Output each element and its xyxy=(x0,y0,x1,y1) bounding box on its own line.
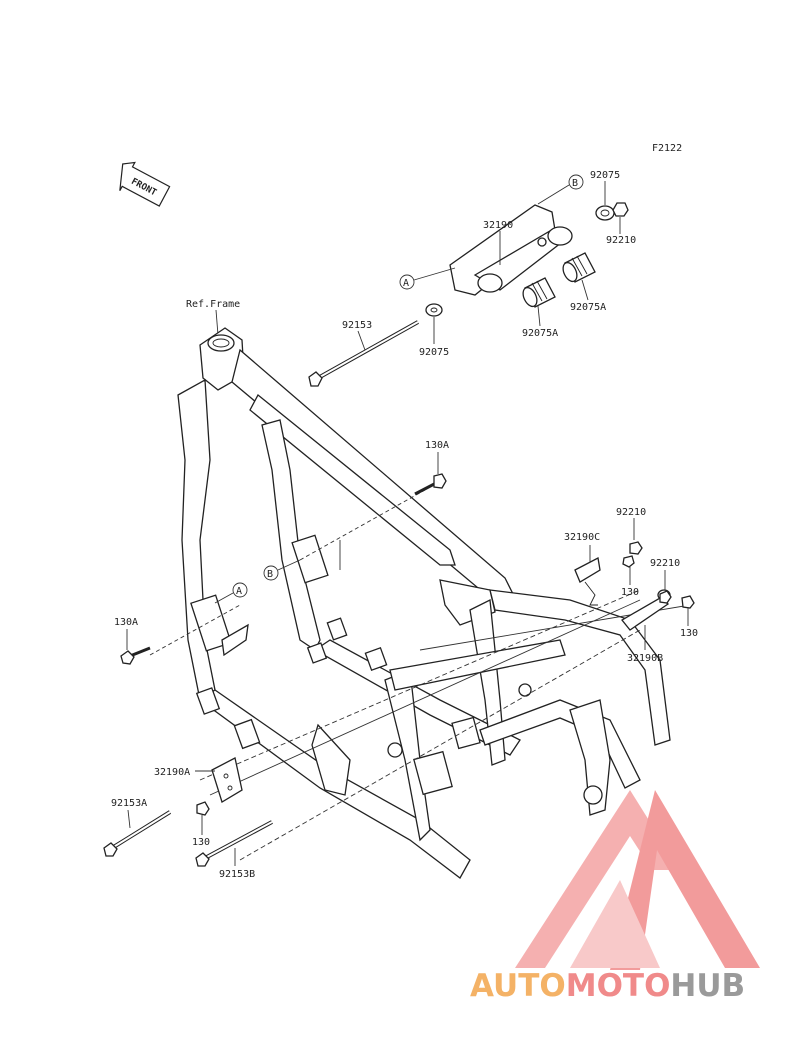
callout-a-top xyxy=(399,274,415,290)
part-130a-left: 130A xyxy=(114,617,138,628)
bolt-130a-left xyxy=(120,646,151,665)
part-130-right: 130 xyxy=(680,628,698,639)
watermark-part-3: HUB xyxy=(670,968,745,1004)
part-92210-right: 92210 xyxy=(650,558,680,569)
part-32190: 32190 xyxy=(483,220,513,231)
callout-a-mid-label: A xyxy=(236,586,242,597)
bushing-right xyxy=(562,252,596,283)
watermark-part-2: MOTO xyxy=(566,968,671,1004)
part-92075a-right: 92075A xyxy=(570,302,606,313)
part-32190c: 32190C xyxy=(564,532,600,543)
part-92153b: 92153B xyxy=(219,869,255,880)
nut-92210-mid xyxy=(629,541,643,555)
diagram-code: F2122 xyxy=(652,143,682,154)
part-32190b: 32190B xyxy=(627,653,663,664)
part-92153a: 92153A xyxy=(111,798,147,809)
bolt-130-c xyxy=(622,555,635,568)
part-92075a-left: 92075A xyxy=(522,328,558,339)
part-130a-top: 130A xyxy=(425,440,449,451)
bracket-32190c xyxy=(574,557,601,606)
callout-b-top xyxy=(568,174,584,190)
bolt-130a-top xyxy=(414,473,447,496)
callout-b-top-label: B xyxy=(572,178,578,189)
bracket-32190a xyxy=(211,757,243,803)
bolt-92153 xyxy=(308,320,419,387)
bushing-left xyxy=(522,277,556,308)
leader-line xyxy=(215,309,219,336)
bolt-130-right xyxy=(681,595,695,609)
part-130-low: 130 xyxy=(192,837,210,848)
bolt-92153b xyxy=(195,820,273,867)
bolt-130-low xyxy=(196,801,210,816)
callout-b-mid-label: B xyxy=(267,569,273,580)
part-92153: 92153 xyxy=(342,320,372,331)
upper-mount-bracket xyxy=(425,202,629,317)
nut-92210-right xyxy=(659,590,672,604)
part-92075-lower: 92075 xyxy=(419,347,449,358)
front-arrow-icon: FRONT xyxy=(119,161,171,207)
callout-a-mid xyxy=(232,582,248,598)
watermark-part-1: AUTO xyxy=(470,968,566,1004)
bolt-92153a xyxy=(103,810,172,857)
ref-frame-label: Ref.Frame xyxy=(186,299,240,310)
part-92075-top: 92075 xyxy=(590,170,620,181)
callout-a-top-label: A xyxy=(403,278,409,289)
part-32190a: 32190A xyxy=(154,767,190,778)
part-130-c: 130 xyxy=(621,587,639,598)
part-92210-top: 92210 xyxy=(606,235,636,246)
motorcycle-frame xyxy=(177,327,671,879)
watermark-text: AUTOMOTOHUB xyxy=(470,968,745,1004)
watermark-logo-icon xyxy=(515,790,760,970)
part-92210-mid: 92210 xyxy=(616,507,646,518)
callout-b-mid xyxy=(263,565,279,581)
